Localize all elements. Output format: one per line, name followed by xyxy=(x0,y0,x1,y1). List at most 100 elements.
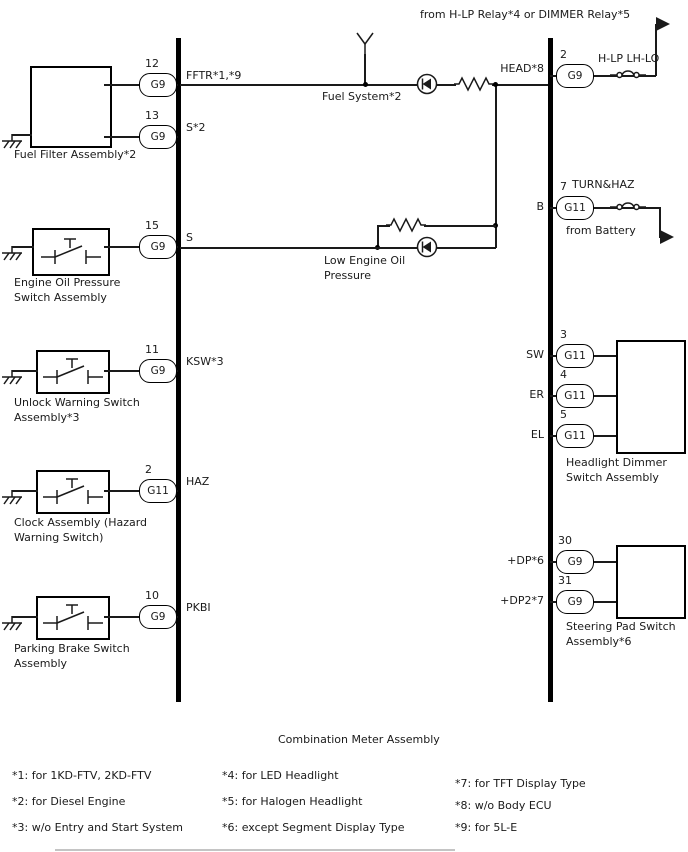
resistor-icon xyxy=(386,217,426,233)
terminal-label-b: B xyxy=(536,200,544,213)
indicator-led-icon xyxy=(416,236,438,258)
pin-number: 2 xyxy=(560,48,567,61)
footnote: *2: for Diesel Engine xyxy=(12,795,126,808)
fuse-icon xyxy=(610,70,646,79)
branch-connector-icon xyxy=(356,32,374,55)
fuse-icon xyxy=(610,202,646,211)
footnote: *5: for Halogen Headlight xyxy=(222,795,363,808)
offpage-arrow-icon xyxy=(656,17,670,31)
low-oil-label: Low Engine Oil xyxy=(324,254,406,267)
wire-head-circuit xyxy=(180,84,456,86)
pin-number: 10 xyxy=(145,589,159,602)
connector-pill: G9 xyxy=(556,550,594,574)
footnote: *4: for LED Headlight xyxy=(222,769,339,782)
resistor-icon xyxy=(454,76,494,92)
wire-head-drop xyxy=(495,84,497,248)
component-label: Headlight Dimmer xyxy=(566,456,667,469)
wire-ground xyxy=(12,246,34,248)
pin-number: 4 xyxy=(560,368,567,381)
connector-pill: G9 xyxy=(556,590,594,614)
oil-pressure-switch-box xyxy=(32,228,110,276)
footnote: *8: w/o Body ECU xyxy=(455,799,552,812)
terminal-label: EL xyxy=(530,428,544,441)
pin-number: 31 xyxy=(558,574,572,587)
junction-dot xyxy=(363,82,368,87)
connector-pill: G9 xyxy=(139,605,177,629)
wire-resistor-branch xyxy=(424,225,496,227)
wire-ground xyxy=(12,490,38,492)
offpage-arrow-icon xyxy=(660,230,674,244)
wire-ground xyxy=(12,370,38,372)
switch-symbol-icon xyxy=(41,238,101,264)
bus-left-combination-meter xyxy=(176,38,181,702)
headlight-dimmer-switch-box xyxy=(616,340,686,454)
battery-source-label: from Battery xyxy=(566,224,636,237)
wire-oil-pressure-circuit xyxy=(180,247,496,249)
wire-ground xyxy=(12,134,32,136)
pin-number: 5 xyxy=(560,408,567,421)
diagram-title: Combination Meter Assembly xyxy=(278,733,440,746)
wire-battery-drop xyxy=(659,207,661,238)
pin-number: 12 xyxy=(145,57,159,70)
connector-pill: G11 xyxy=(556,424,594,448)
pin-number: 13 xyxy=(145,109,159,122)
ground-icon xyxy=(2,370,22,385)
connector-pill: G9 xyxy=(139,359,177,383)
ground-icon xyxy=(2,616,22,631)
terminal-label: PKBI xyxy=(186,601,211,614)
connector-pill: G11 xyxy=(556,196,594,220)
bus-right-combination-meter xyxy=(548,38,553,702)
component-label: Parking Brake Switch xyxy=(14,642,130,655)
wire-ground xyxy=(12,616,38,618)
pin-number: 11 xyxy=(145,343,159,356)
connector-pill: G11 xyxy=(556,384,594,408)
pin-number: 7 xyxy=(560,180,567,193)
terminal-label-head: HEAD*8 xyxy=(500,62,544,75)
component-label: Clock Assembly (Hazard xyxy=(14,516,148,529)
pin-number: 2 xyxy=(145,463,152,476)
hlp-circuit-label: H-LP LH-LO xyxy=(598,52,660,65)
terminal-label: S xyxy=(186,231,193,244)
component-label: Fuel Filter Assembly*2 xyxy=(14,148,137,161)
terminal-label: S*2 xyxy=(186,121,206,134)
ground-icon xyxy=(2,490,22,505)
connector-pill: G11 xyxy=(556,344,594,368)
terminal-label: SW xyxy=(526,348,544,361)
ground-icon xyxy=(2,246,22,261)
turn-haz-fuse-label: TURN&HAZ xyxy=(572,178,635,191)
pin-number: 3 xyxy=(560,328,567,341)
connector-pill: G9 xyxy=(139,125,177,149)
connector-pill: G11 xyxy=(139,479,177,503)
pin-number: 30 xyxy=(558,534,572,547)
terminal-label: KSW*3 xyxy=(186,355,224,368)
wire-battery-feed xyxy=(550,207,660,209)
top-feed-label: from H-LP Relay*4 or DIMMER Relay*5 xyxy=(420,8,631,21)
indicator-led-icon xyxy=(416,73,438,95)
footnote: *1: for 1KD-FTV, 2KD-FTV xyxy=(12,769,152,782)
wire-fuel-system-branch xyxy=(364,54,366,84)
clock-hazard-switch-box xyxy=(36,470,110,514)
connector-pill: G9 xyxy=(556,64,594,88)
component-label: Unlock Warning Switch xyxy=(14,396,140,409)
wire-head-circuit xyxy=(492,84,548,86)
page-edge-line xyxy=(55,849,455,851)
component-label: Switch Assembly xyxy=(14,291,107,304)
component-label: Assembly*3 xyxy=(14,411,80,424)
wire-feed-drop xyxy=(655,24,657,76)
component-label: Engine Oil Pressure xyxy=(14,276,121,289)
ground-icon xyxy=(2,134,22,149)
terminal-label: ER xyxy=(529,388,544,401)
pin-number: 15 xyxy=(145,219,159,232)
wire-resistor-branch xyxy=(378,225,390,227)
fuel-filter-box xyxy=(30,66,112,148)
component-label: Switch Assembly xyxy=(566,471,659,484)
terminal-label: +DP2*7 xyxy=(500,594,544,607)
terminal-label: HAZ xyxy=(186,475,210,488)
footnote: *3: w/o Entry and Start System xyxy=(12,821,183,834)
wire-hlp-feed xyxy=(550,75,656,77)
fuel-system-label: Fuel System*2 xyxy=(322,90,402,103)
switch-symbol-icon xyxy=(43,358,103,384)
terminal-label: +DP*6 xyxy=(507,554,544,567)
connector-pill: G9 xyxy=(139,235,177,259)
component-label: Assembly xyxy=(14,657,68,670)
